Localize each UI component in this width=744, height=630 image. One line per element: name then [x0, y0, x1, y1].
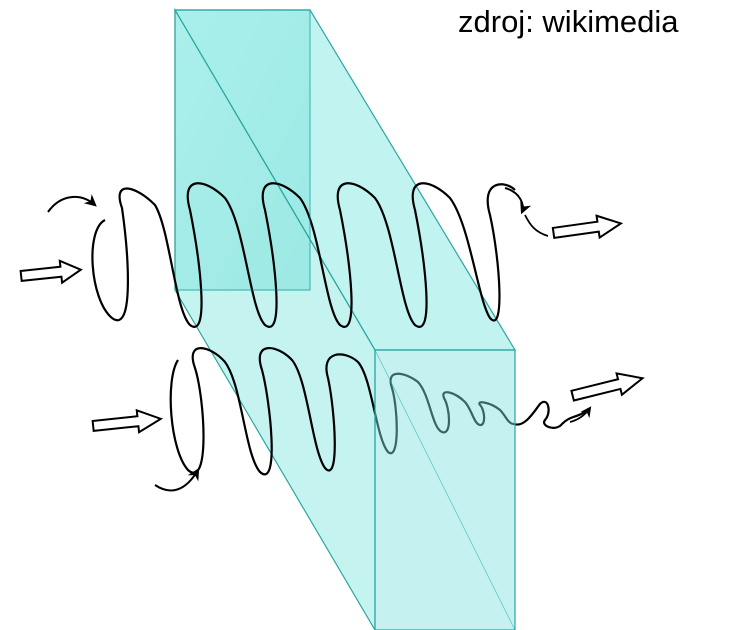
rotation-arrow-icon — [48, 197, 95, 212]
hollow-arrow-icon — [92, 408, 162, 437]
rotation-arrow-icon — [505, 188, 523, 212]
source-credit: zdroj: wikimedia — [458, 6, 679, 37]
hollow-arrow-icon — [20, 259, 82, 287]
hollow-arrow-icon — [570, 368, 645, 407]
hollow-arrow-icon — [552, 213, 622, 244]
rotation-arrow-icon — [525, 215, 548, 236]
